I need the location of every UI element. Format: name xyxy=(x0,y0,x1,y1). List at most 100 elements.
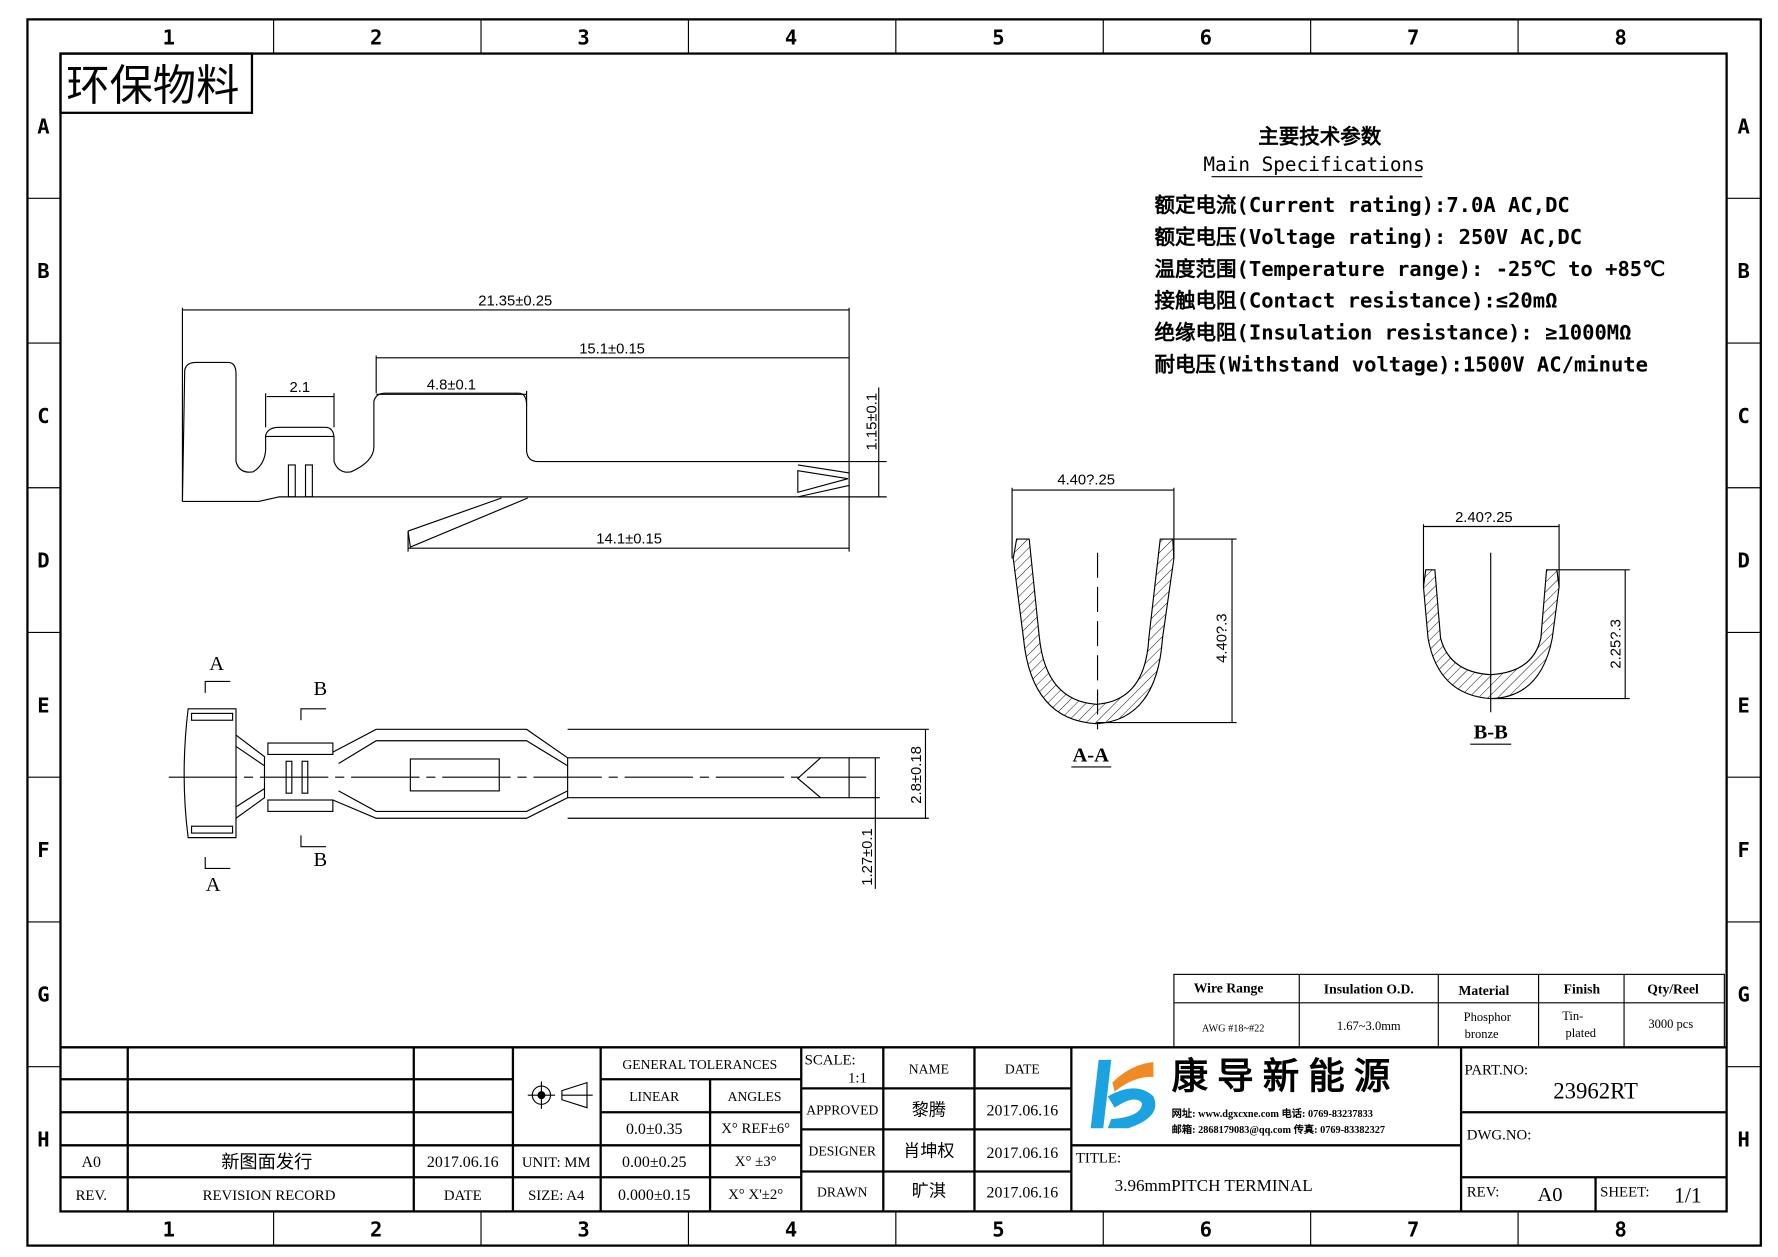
spec-line: 耐电压(Withstand voltage):1500V AC/minute xyxy=(1155,353,1648,377)
role-approved: APPROVED xyxy=(806,1103,878,1118)
dim-14-1: 14.1±0.15 xyxy=(596,532,662,548)
spec-value: Phosphor xyxy=(1464,1010,1512,1024)
main-specifications: 主要技术参数 Main Specifications 额定电流(Current … xyxy=(1155,125,1666,377)
revision-date: 2017.06.16 xyxy=(427,1154,499,1171)
row-label-left: G xyxy=(37,983,49,1007)
dim-2-1: 2.1 xyxy=(290,380,311,396)
spec-header: Material xyxy=(1458,983,1509,998)
svg-text:Main Specifications: Main Specifications xyxy=(1203,153,1424,176)
col-label-top: 7 xyxy=(1407,25,1419,49)
side-view: 21.35±0.25 15.1±0.15 2.1 4.8±0.1 14.1±0.… xyxy=(181,293,887,552)
col-label-bottom: 1 xyxy=(163,1217,175,1241)
top-view: A A B B 2.8±0.18 1.27±0.1 xyxy=(168,653,929,896)
row-label-right: F xyxy=(1738,838,1750,862)
linear-header: LINEAR xyxy=(629,1089,680,1104)
svg-text:环保物料: 环保物料 xyxy=(66,62,239,110)
linear-tolerance: 0.0±0.35 xyxy=(626,1121,683,1138)
spec-value: Tin- xyxy=(1562,1009,1583,1023)
dim-15-1: 15.1±0.15 xyxy=(579,341,645,357)
col-label-bottom: 4 xyxy=(785,1217,797,1241)
section-a-a: 4.40?.25 4.40?.3 A-A xyxy=(1011,472,1237,768)
company-name: 康 导 新 能 源 xyxy=(1172,1055,1391,1096)
date-header: DATE xyxy=(1005,1062,1040,1077)
col-label-top: 2 xyxy=(370,25,382,49)
angle-tolerance: X° X'±2° xyxy=(728,1187,783,1203)
dim-2-8: 2.8±0.18 xyxy=(909,746,925,803)
dim-aa-height: 4.40?.3 xyxy=(1214,613,1230,662)
role-designer: DESIGNER xyxy=(809,1144,877,1159)
row-label-right: G xyxy=(1738,983,1750,1007)
row-label-left: E xyxy=(37,693,49,717)
spec-value: bronze xyxy=(1465,1027,1499,1041)
col-label-top: 1 xyxy=(163,25,175,49)
col-label-bottom: 3 xyxy=(577,1217,589,1241)
company-contact: 邮箱: 2868179083@qq.com 传真: 0769-83382327 xyxy=(1172,1123,1385,1136)
svg-text:主要技术参数: 主要技术参数 xyxy=(1258,125,1381,149)
col-label-top: 8 xyxy=(1614,25,1626,49)
frame: 1 2 3 4 5 6 7 8 1 2 3 4 5 6 7 8 A B C D … xyxy=(26,18,1762,1247)
size-label: SIZE: A4 xyxy=(528,1188,585,1204)
spec-line: 额定电压(Voltage rating): 250V AC,DC xyxy=(1155,225,1583,249)
col-label-bottom: 8 xyxy=(1614,1217,1626,1241)
section-mark-a-bottom: A xyxy=(206,874,221,896)
spec-value: 1.67~3.0mm xyxy=(1337,1019,1401,1033)
row-label-left: C xyxy=(37,404,49,428)
spec-header: Insulation O.D. xyxy=(1324,982,1414,997)
row-label-left: B xyxy=(37,259,49,283)
name-drawn: 旷淇 xyxy=(912,1182,946,1201)
col-label-bottom: 5 xyxy=(992,1217,1004,1241)
dim-1-27: 1.27±0.1 xyxy=(860,828,876,886)
col-label-bottom: 7 xyxy=(1407,1217,1419,1241)
spec-value: plated xyxy=(1565,1026,1596,1040)
section-mark-b-bottom: B xyxy=(313,849,327,871)
eco-material-label: 环保物料 xyxy=(59,52,254,114)
spec-header: Finish xyxy=(1564,982,1601,997)
sheet-label: SHEET: xyxy=(1600,1185,1649,1201)
rev-label: REV: xyxy=(1467,1185,1500,1201)
revision-record: 新图面发行 xyxy=(221,1152,312,1172)
unit-label: UNIT: MM xyxy=(522,1155,591,1171)
row-label-left: H xyxy=(37,1127,49,1151)
spec-line: 额定电流(Current rating):7.0A AC,DC xyxy=(1155,193,1570,217)
row-label-left: A xyxy=(37,114,50,138)
drawing-title: 3.96mmPITCH TERMINAL xyxy=(1115,1176,1313,1195)
name-approved: 黎腾 xyxy=(912,1101,946,1120)
col-label-top: 3 xyxy=(577,25,589,49)
section-mark-b-top: B xyxy=(313,678,327,700)
rev-value: A0 xyxy=(1537,1184,1562,1206)
dwg-no-label: DWG.NO: xyxy=(1467,1128,1532,1144)
col-label-top: 5 xyxy=(992,25,1004,49)
tolerances-title: GENERAL TOLERANCES xyxy=(622,1057,777,1072)
angle-tolerance: X° REF±6° xyxy=(721,1121,790,1137)
title-label: TITLE: xyxy=(1076,1150,1121,1166)
title-block: A0 新图面发行 2017.06.16 REV. REVISION RECORD… xyxy=(60,1046,1727,1212)
spec-value: 3000 pcs xyxy=(1648,1017,1693,1031)
date-designer: 2017.06.16 xyxy=(986,1145,1058,1162)
dim-4-8: 4.8±0.1 xyxy=(427,378,476,394)
linear-tolerance: 0.00±0.25 xyxy=(622,1154,687,1171)
spec-line: 接触电阻(Contact resistance):≤20mΩ xyxy=(1155,289,1558,313)
col-label-top: 4 xyxy=(785,25,797,49)
name-designer: 肖坤权 xyxy=(903,1142,954,1161)
row-label-right: B xyxy=(1738,259,1750,283)
company-contact: 网址: www.dgxcxne.com 电话: 0769-83237833 xyxy=(1172,1107,1373,1120)
spec-line: 绝缘电阻(Insulation resistance): ≥1000MΩ xyxy=(1155,321,1632,345)
col-label-bottom: 6 xyxy=(1200,1217,1212,1241)
section-mark-a-top: A xyxy=(209,653,224,675)
scale-value: 1:1 xyxy=(848,1071,867,1087)
part-number: 23962RT xyxy=(1553,1079,1638,1104)
spec-line: 温度范围(Temperature range): -25℃ to +85℃ xyxy=(1155,257,1666,281)
row-label-right: D xyxy=(1738,549,1750,573)
dim-overall-length: 21.35±0.25 xyxy=(478,293,552,309)
company-logo xyxy=(1090,1059,1156,1129)
col-label-bottom: 2 xyxy=(370,1217,382,1241)
dim-bb-height: 2.25?.3 xyxy=(1609,619,1625,668)
spec-header: Wire Range xyxy=(1194,981,1264,996)
row-label-right: E xyxy=(1738,693,1750,717)
revision-record-header: REVISION RECORD xyxy=(203,1188,336,1204)
dim-bb-width: 2.40?.25 xyxy=(1455,510,1513,526)
col-label-top: 6 xyxy=(1200,25,1212,49)
date-drawn: 2017.06.16 xyxy=(986,1185,1058,1202)
dim-aa-width: 4.40?.25 xyxy=(1057,472,1115,488)
